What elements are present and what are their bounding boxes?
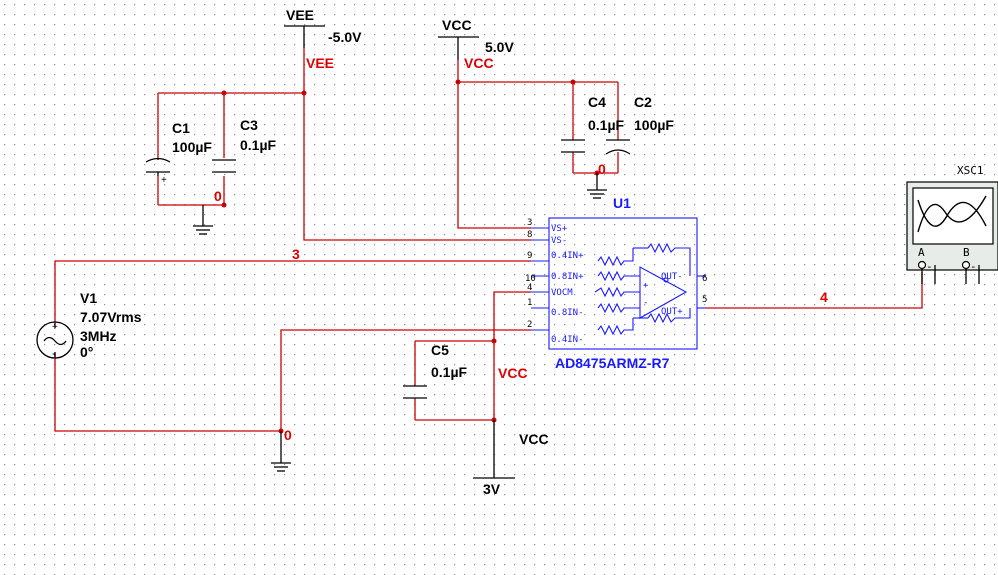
u1-triangle-plus: +: [643, 281, 649, 291]
vcc-top-voltage: 5.0V: [485, 39, 514, 55]
scope-input-a[interactable]: [917, 260, 927, 270]
scope-channel-a: A: [918, 246, 925, 259]
v1-ref: V1: [80, 290, 97, 306]
ground-symbol-bottom: [271, 431, 291, 472]
u1-pin-label-vs-minus: VS-: [551, 236, 567, 246]
u1-pin-label-08in-minus: 0.8IN-: [551, 308, 584, 318]
ground-symbol-left: [193, 205, 213, 235]
ground-symbol-top: [587, 173, 607, 199]
net-label-0-top: 0: [598, 161, 606, 177]
svg-text:-: -: [970, 260, 977, 273]
u1-pin-num-1: 1: [527, 298, 532, 308]
u1-pin-label-04in-plus: 0.4IN+: [551, 251, 584, 261]
net-label-4: 4: [820, 289, 828, 305]
c1-value: 100µF: [172, 139, 212, 155]
net-label-vee: VEE: [306, 55, 334, 71]
u1-pin-label-out-minus: OUT-: [661, 272, 683, 282]
u1-pin-num-6: 6: [702, 274, 707, 284]
vee-voltage: -5.0V: [328, 29, 362, 45]
u1-pin-label-vocm: VOCM: [551, 288, 573, 298]
u1-pin-num-10: 10: [525, 274, 536, 284]
opamp-u1[interactable]: + - VS+ VS- 0.4IN+ 0.8IN+ VOCM 0.8IN- 0.…: [525, 195, 707, 371]
wires: [54, 48, 923, 432]
vcc-bottom-voltage: 3V: [483, 481, 501, 497]
scope-channel-b: B: [963, 246, 970, 259]
u1-pin-label-04in-minus: 0.4IN-: [551, 335, 584, 345]
capacitor-c2[interactable]: C2 100µF: [605, 94, 674, 155]
c2-ref: C2: [634, 94, 652, 110]
oscilloscope-xsc1[interactable]: XSC1 A B - -: [906, 164, 998, 284]
u1-pin-num-5: 5: [702, 295, 707, 305]
net-label-vcc-top: VCC: [464, 55, 494, 71]
net-label-vcc-bottom: VCC: [498, 365, 528, 381]
u1-pin-num-2: 2: [527, 320, 532, 330]
u1-pin-num-8: 8: [527, 230, 532, 240]
u1-pin-label-08in-plus: 0.8IN+: [551, 272, 584, 282]
net-label-0-bottom: 0: [284, 427, 292, 443]
v1-plus-sign: +: [52, 322, 58, 333]
c3-value: 0.1µF: [240, 137, 277, 153]
u1-pin-num-9: 9: [527, 251, 532, 261]
c4-ref: C4: [588, 94, 606, 110]
c1-plus-sign: +: [161, 175, 167, 186]
vee-name: VEE: [286, 7, 314, 23]
scope-input-b[interactable]: [961, 260, 971, 270]
capacitor-c5[interactable]: C5 0.1µF: [403, 342, 468, 399]
u1-pin-num-4: 4: [527, 283, 532, 293]
v1-amplitude: 7.07Vrms: [80, 309, 142, 325]
vee-power-symbol[interactable]: VEE -5.0V: [284, 7, 362, 48]
c5-ref: C5: [431, 342, 449, 358]
ac-source-v1[interactable]: + - V1 7.07Vrms: [36, 290, 142, 360]
c3-ref: C3: [240, 117, 258, 133]
c4-value: 0.1µF: [588, 117, 625, 133]
capacitor-c4[interactable]: C4 0.1µF: [561, 94, 625, 153]
net-label-0-left: 0: [214, 188, 222, 204]
u1-triangle-minus: -: [643, 298, 648, 308]
vcc-power-symbol-bottom[interactable]: VCC 3V: [473, 420, 549, 497]
svg-text:-: -: [926, 260, 933, 273]
scope-ref: XSC1: [957, 164, 984, 177]
capacitor-c1[interactable]: + C1 100µF: [145, 120, 212, 186]
u1-ref: U1: [613, 195, 631, 211]
u1-pin-num-3: 3: [527, 218, 532, 228]
u1-part-number: AD8475ARMZ-R7: [555, 355, 670, 371]
capacitor-c3[interactable]: C3 0.1µF: [212, 117, 277, 173]
u1-pin-label-vs-plus: VS+: [551, 224, 568, 234]
c2-value: 100µF: [634, 117, 674, 133]
u1-pin-label-out-plus: OUT+: [661, 307, 683, 317]
scope-trace-icon: [917, 195, 987, 233]
vcc-power-symbol-top[interactable]: VCC 5.0V: [438, 17, 514, 60]
vcc-top-name: VCC: [442, 17, 472, 33]
v1-minus-sign: -: [52, 346, 56, 360]
vcc-bottom-name: VCC: [519, 431, 549, 447]
net-label-3: 3: [292, 246, 300, 262]
c1-ref: C1: [172, 120, 190, 136]
c5-value: 0.1µF: [431, 364, 468, 380]
